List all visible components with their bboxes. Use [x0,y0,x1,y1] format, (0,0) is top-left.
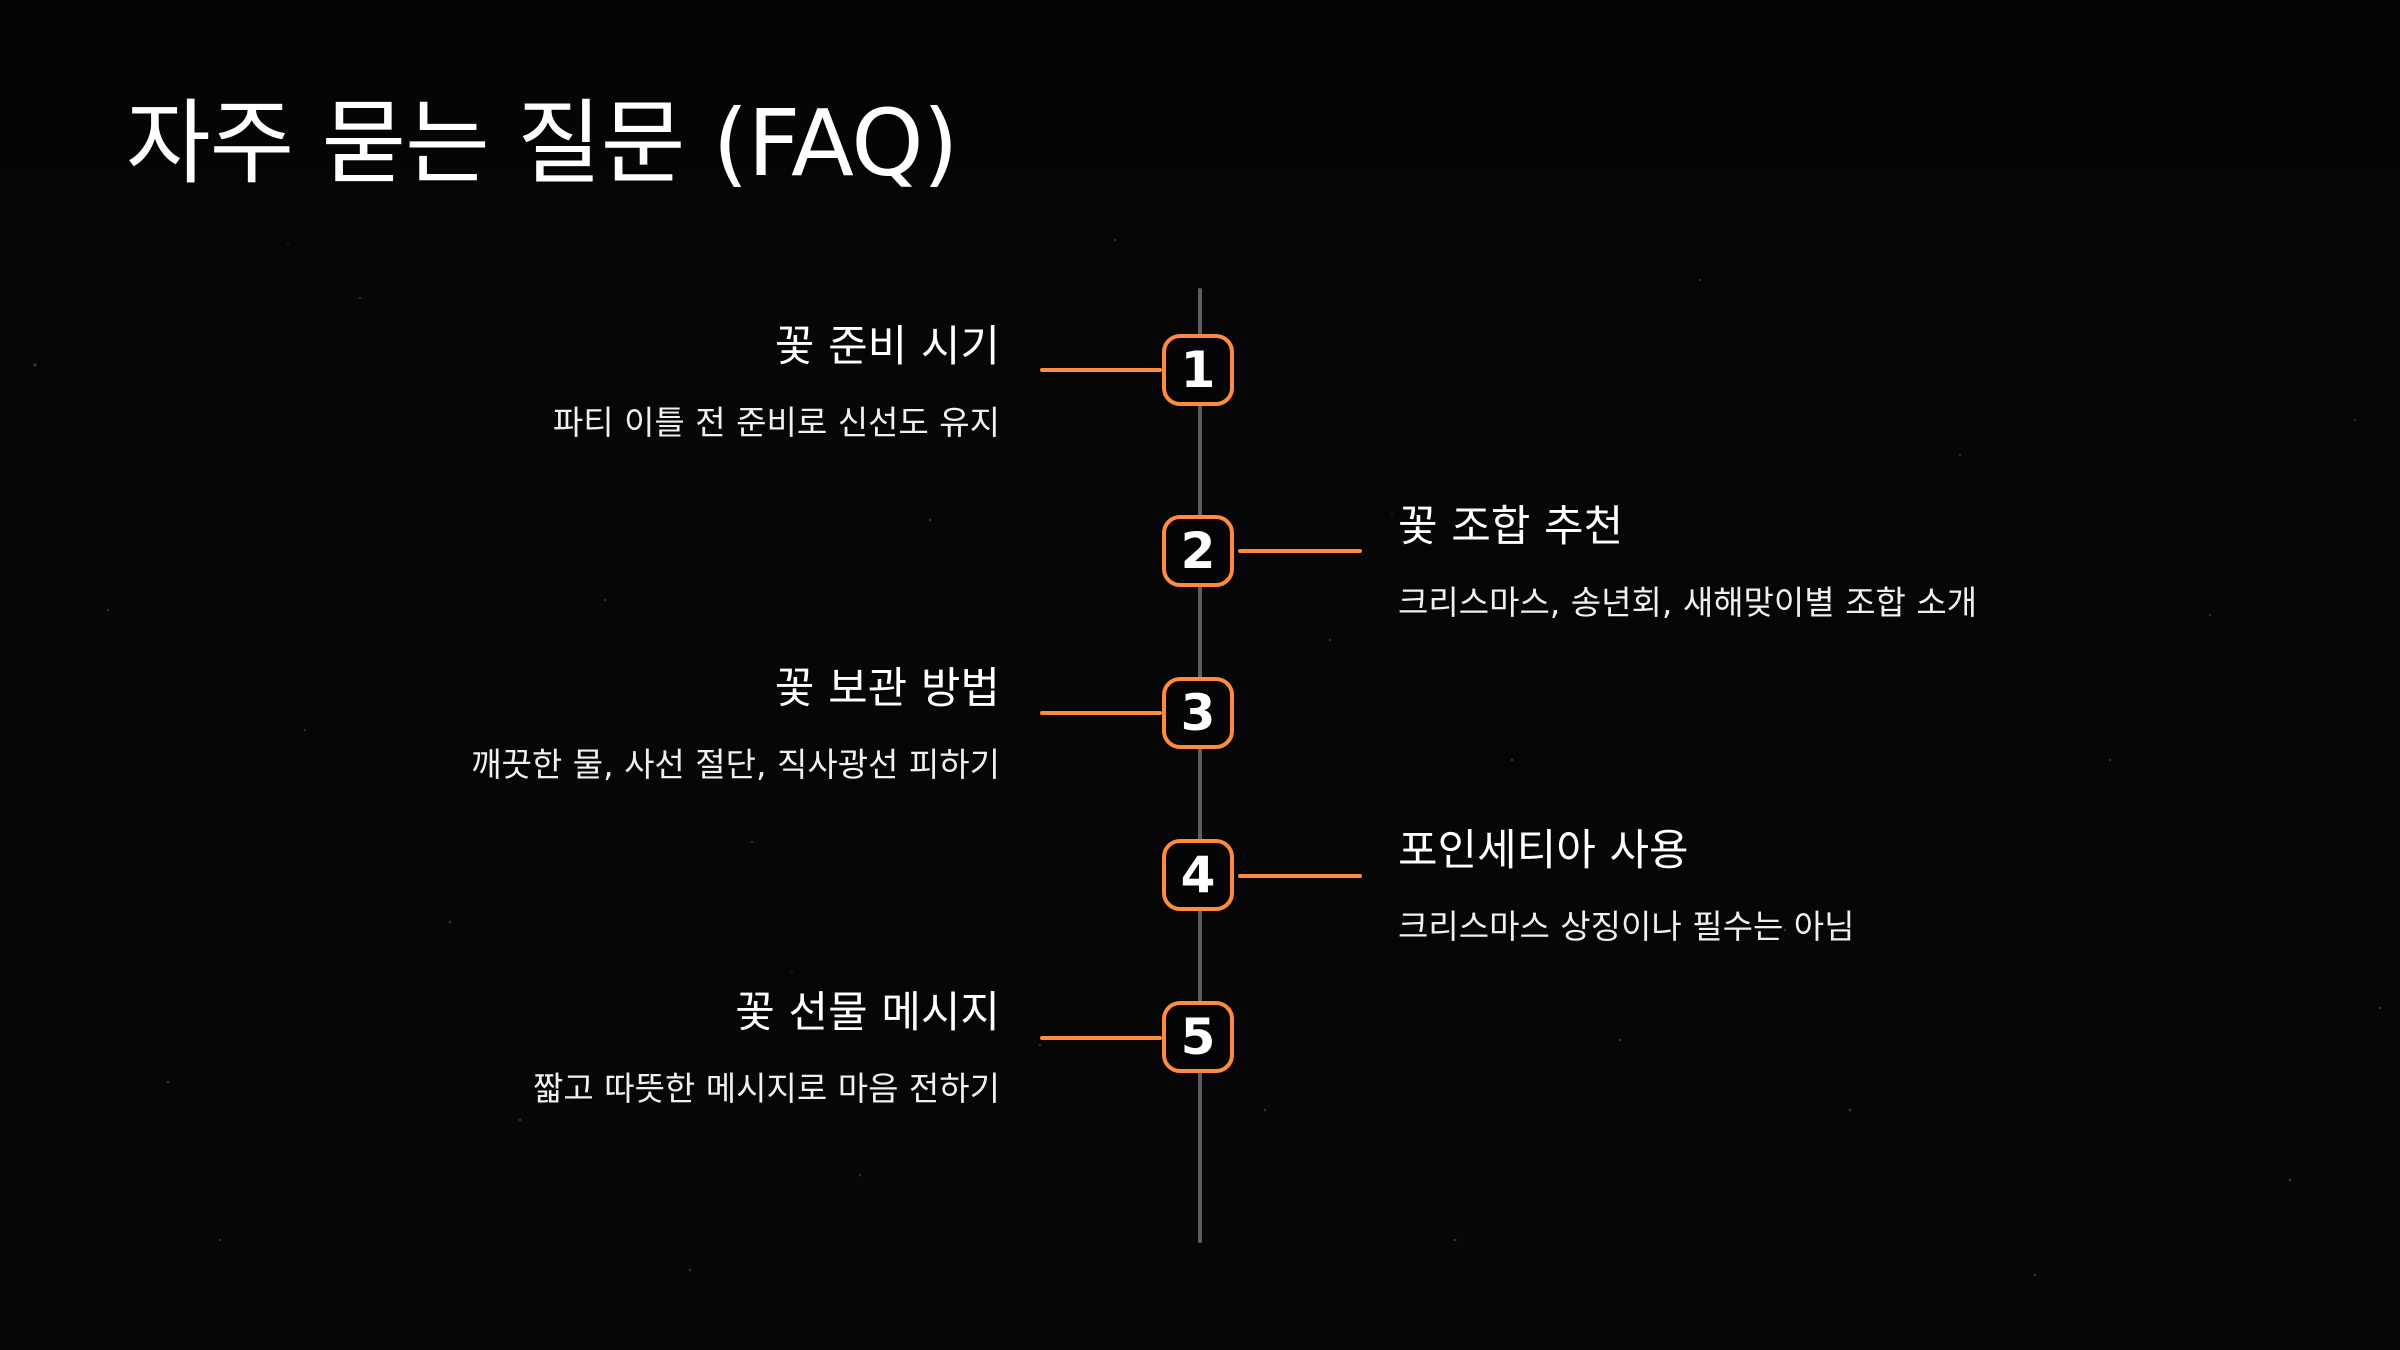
faq-title: 꽃 선물 메시지 [735,988,1000,1038]
faq-description: 파티 이틀 전 준비로 신선도 유지 [552,402,1000,442]
faq-title: 포인세티아 사용 [1398,826,1689,876]
connector-3 [1040,711,1162,715]
faq-description: 짧고 따뜻한 메시지로 마음 전하기 [533,1068,1000,1108]
faq-title: 꽃 준비 시기 [774,322,1000,372]
faq-item-5: 꽃 선물 메시지 짧고 따뜻한 메시지로 마음 전하기 [240,988,1000,1109]
faq-item-2: 꽃 조합 추천 크리스마스, 송년회, 새해맞이별 조합 소개 [1398,502,2158,623]
step-badge-4: 4 [1162,839,1234,911]
connector-2 [1238,549,1362,553]
faq-item-1: 꽃 준비 시기 파티 이틀 전 준비로 신선도 유지 [240,322,1000,443]
faq-title: 꽃 보관 방법 [774,664,1000,714]
step-badge-5: 5 [1162,1001,1234,1073]
connector-1 [1040,368,1162,372]
step-badge-2: 2 [1162,515,1234,587]
timeline-line [1198,288,1202,1243]
faq-item-3: 꽃 보관 방법 깨끗한 물, 사선 절단, 직사광선 피하기 [240,664,1000,785]
faq-item-4: 포인세티아 사용 크리스마스 상징이나 필수는 아님 [1398,826,2158,947]
connector-4 [1238,874,1362,878]
faq-description: 크리스마스, 송년회, 새해맞이별 조합 소개 [1398,582,1978,622]
faq-description: 크리스마스 상징이나 필수는 아님 [1398,906,1855,946]
page-title: 자주 묻는 질문 (FAQ) [126,90,959,197]
connector-5 [1040,1036,1162,1040]
faq-title: 꽃 조합 추천 [1398,502,1624,552]
faq-description: 깨끗한 물, 사선 절단, 직사광선 피하기 [471,744,1000,784]
step-badge-3: 3 [1162,677,1234,749]
step-badge-1: 1 [1162,334,1234,406]
